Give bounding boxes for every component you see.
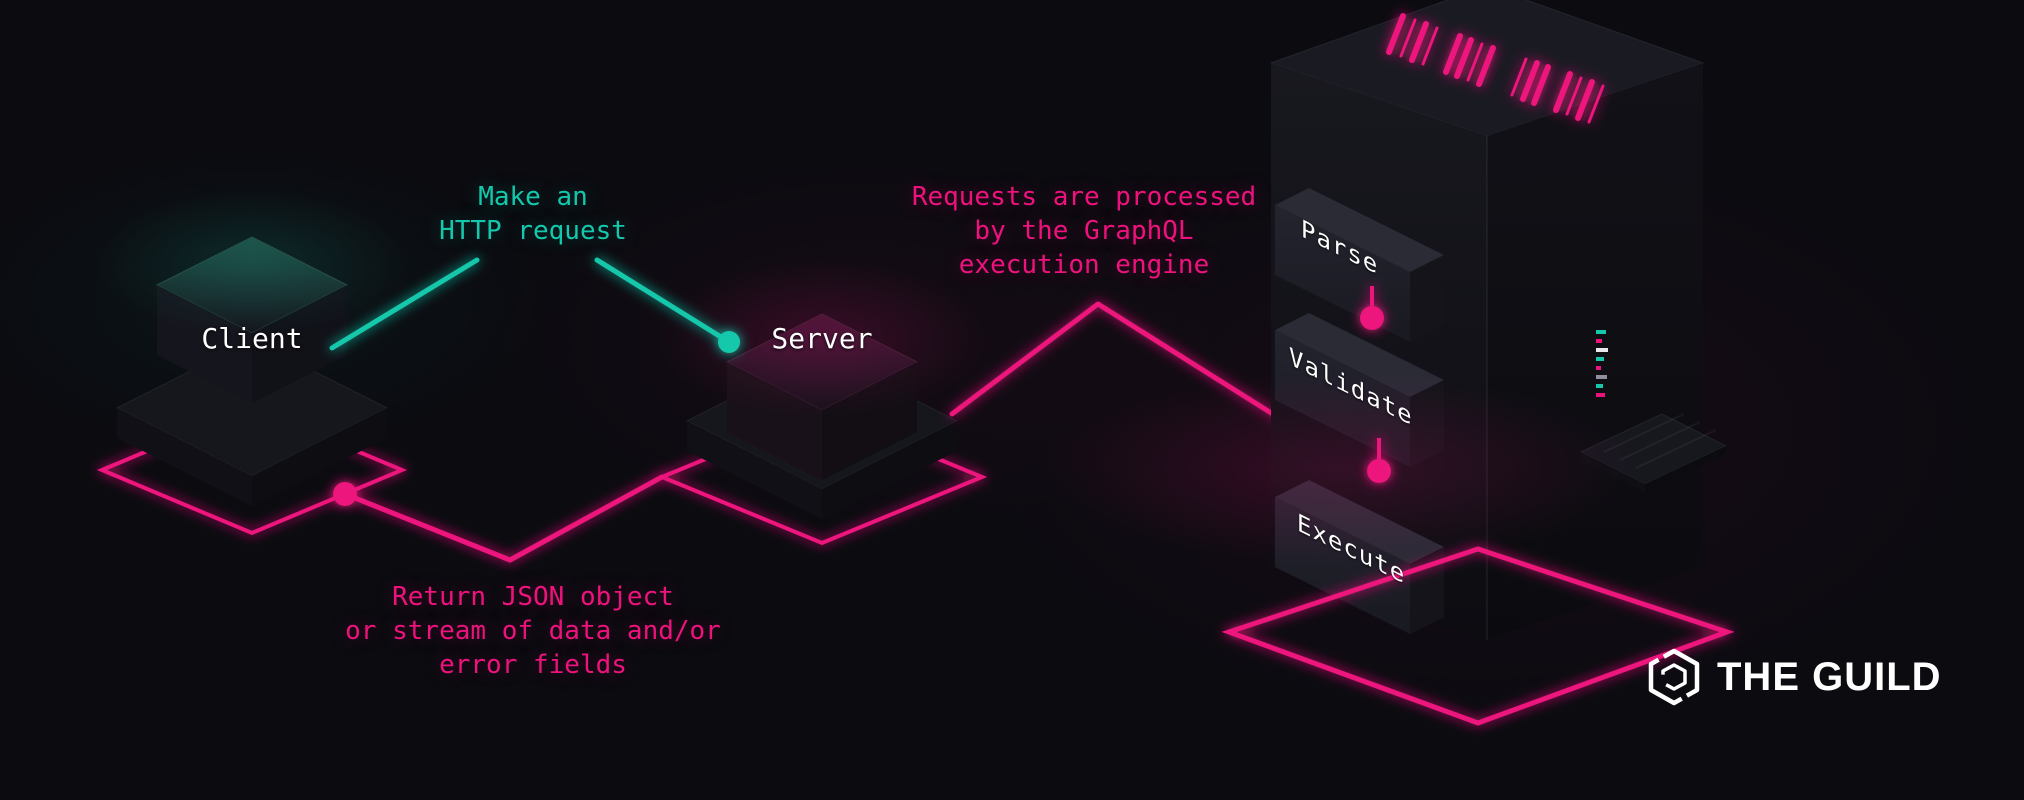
response-endpoint-dot: [333, 482, 357, 506]
request-annotation: Make an HTTP request: [439, 182, 627, 246]
step-connector-parse-validate: [1360, 286, 1384, 330]
barcode-marks: [1386, 13, 1605, 124]
response-line: [333, 474, 665, 563]
client-node: [92, 187, 412, 536]
tower-right-face: [1487, 63, 1703, 640]
client-platform: [115, 339, 389, 506]
client-teal-glow: [92, 187, 412, 337]
processing-annotation: Requests are processed by the GraphQL ex…: [911, 182, 1257, 280]
code-lines: [1596, 330, 1608, 397]
server-label: Server: [771, 322, 873, 355]
output-diamond: [1221, 546, 1735, 726]
response-annotation: Return JSON object or stream of data and…: [345, 582, 721, 680]
request-line: [329, 257, 740, 353]
server-node: [656, 258, 988, 546]
client-label: Client: [201, 322, 303, 355]
graphql-engine-tower: [1040, 0, 1728, 640]
server-pink-glow: [657, 258, 987, 418]
guild-logo-icon: [1648, 648, 1700, 706]
request-endpoint-dot: [718, 331, 740, 353]
brand-logo: THE GUILD: [1645, 648, 1942, 706]
tower-pink-haze: [1040, 373, 1640, 563]
brand-logo-text: THE GUILD: [1717, 654, 1942, 699]
